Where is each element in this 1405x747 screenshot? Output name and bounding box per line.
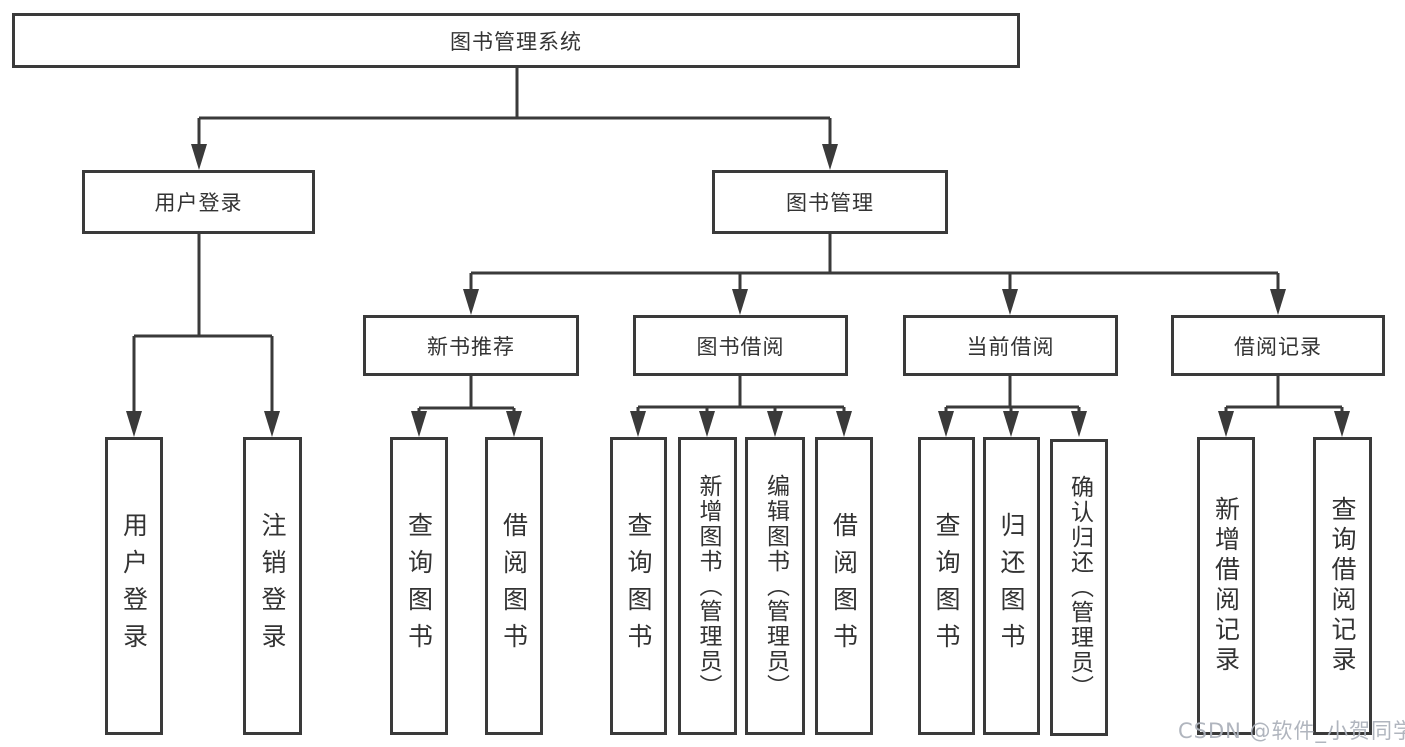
leaf-add-borrow-record: 新增借阅记录 bbox=[1197, 437, 1255, 735]
connector-root-to-level2 bbox=[191, 68, 838, 170]
node-book-borrowing: 图书借阅 bbox=[633, 315, 848, 376]
leaf-confirm-return-admin-label: 确认归还（管理员） bbox=[1066, 475, 1093, 700]
connector-current-borrowing-children bbox=[938, 376, 1087, 437]
leaf-query-books-borrowing-label: 查询图书 bbox=[624, 512, 653, 660]
leaf-query-borrow-record: 查询借阅记录 bbox=[1313, 437, 1372, 735]
node-new-book-recommend-label: 新书推荐 bbox=[427, 334, 515, 359]
leaf-query-borrow-record-label: 查询借阅记录 bbox=[1328, 496, 1357, 676]
node-book-borrowing-label: 图书借阅 bbox=[696, 334, 785, 359]
node-current-borrowing-label: 当前借阅 bbox=[966, 334, 1055, 359]
connector-book-management-children bbox=[463, 234, 1286, 315]
leaf-borrow-books-borrowing: 借阅图书 bbox=[815, 437, 873, 735]
leaf-logout: 注销登录 bbox=[243, 437, 302, 735]
leaf-return-books-label: 归还图书 bbox=[997, 512, 1026, 660]
leaf-user-login-label: 用户登录 bbox=[119, 512, 149, 660]
leaf-add-books-admin: 新增图书（管理员） bbox=[678, 437, 737, 735]
leaf-edit-books-admin: 编辑图书（管理员） bbox=[745, 437, 805, 735]
leaf-query-books-current: 查询图书 bbox=[918, 437, 975, 735]
node-borrowing-records-label: 借阅记录 bbox=[1234, 334, 1322, 359]
node-root-system: 图书管理系统 bbox=[12, 13, 1020, 68]
leaf-borrow-books-recommend: 借阅图书 bbox=[485, 437, 543, 735]
node-user-login: 用户登录 bbox=[82, 170, 315, 234]
leaf-borrow-books-borrowing-label: 借阅图书 bbox=[829, 512, 859, 660]
node-borrowing-records: 借阅记录 bbox=[1171, 315, 1385, 376]
leaf-logout-label: 注销登录 bbox=[258, 512, 287, 660]
leaf-return-books: 归还图书 bbox=[983, 437, 1040, 735]
leaf-add-borrow-record-label: 新增借阅记录 bbox=[1211, 496, 1241, 676]
leaf-query-books-recommend: 查询图书 bbox=[390, 437, 448, 735]
leaf-query-books-recommend-label: 查询图书 bbox=[404, 512, 434, 660]
node-current-borrowing: 当前借阅 bbox=[903, 315, 1118, 376]
leaf-query-books-borrowing: 查询图书 bbox=[610, 437, 667, 735]
node-new-book-recommend: 新书推荐 bbox=[363, 315, 579, 376]
leaf-edit-books-admin-label: 编辑图书（管理员） bbox=[762, 473, 789, 699]
csdn-watermark: CSDN @软件_小贺同学 bbox=[1178, 719, 1405, 743]
leaf-borrow-books-recommend-label: 借阅图书 bbox=[499, 512, 529, 660]
node-user-login-label: 用户登录 bbox=[154, 191, 243, 215]
node-book-management-label: 图书管理 bbox=[786, 191, 874, 215]
node-book-management: 图书管理 bbox=[712, 170, 948, 234]
leaf-query-books-current-label: 查询图书 bbox=[932, 512, 961, 660]
node-root-label: 图书管理系统 bbox=[450, 29, 582, 54]
leaf-user-login: 用户登录 bbox=[105, 437, 163, 735]
leaf-add-books-admin-label: 新增图书（管理员） bbox=[695, 473, 721, 699]
connector-new-book-children bbox=[411, 376, 522, 437]
connector-book-borrowing-children bbox=[630, 376, 852, 437]
connector-user-login-children bbox=[126, 234, 280, 437]
connector-borrowing-records-children bbox=[1218, 376, 1350, 437]
leaf-confirm-return-admin: 确认归还（管理员） bbox=[1050, 439, 1108, 736]
